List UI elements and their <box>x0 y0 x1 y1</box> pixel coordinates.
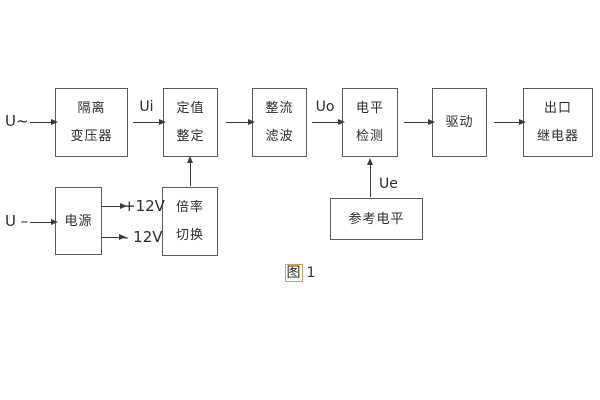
box-label-line: 滤波 <box>265 129 294 144</box>
box-setting-adjust: 定值 整定 <box>163 88 218 157</box>
box-power-supply: 电源 <box>55 187 102 255</box>
box-label-line: 隔离 <box>77 101 106 116</box>
box-label-line: 整定 <box>176 129 205 144</box>
box-label-line: 继电器 <box>536 129 579 144</box>
box-label-line: 参考电平 <box>348 211 405 227</box>
arrow-level-to-drive <box>404 119 435 125</box>
box-label-line: 检测 <box>355 129 384 144</box>
box-label-line: 倍率 <box>175 200 204 215</box>
arrow-minus12v <box>102 234 126 240</box>
signal-label-minus12v: - 12V <box>123 228 163 246</box>
arrow-rectifier-to-level <box>312 119 345 125</box>
arrow-reference-to-level <box>367 158 373 197</box>
dc-input-label: U – <box>5 212 29 230</box>
box-level-detect: 电平 检测 <box>342 88 398 157</box>
box-label-line: 切换 <box>175 228 204 243</box>
ac-input-label: U~ <box>5 112 29 130</box>
box-label-line: 电源 <box>64 213 93 229</box>
box-label-line: 电平 <box>355 101 384 116</box>
arrow-ratio-to-setting <box>187 156 193 186</box>
box-rectifier-filter: 整流 滤波 <box>252 88 307 157</box>
box-isolation-transformer: 隔离 变压器 <box>55 88 128 157</box>
box-label-line: 驱动 <box>445 115 474 130</box>
arrow-drive-to-relay <box>494 119 526 125</box>
box-output-relay: 出口 继电器 <box>523 88 593 157</box>
signal-label-uo: Uo <box>315 99 335 115</box>
box-drive: 驱动 <box>432 88 487 157</box>
box-label-line: 变压器 <box>70 129 113 144</box>
figure-caption-number: 1 <box>306 265 316 281</box>
figure-caption-character: 图 <box>284 264 303 282</box>
signal-label-ue: Ue <box>379 176 398 192</box>
box-ratio-switch: 倍率 切换 <box>162 187 218 256</box>
arrow-transformer-to-setting <box>133 119 166 125</box>
arrow-ac-input <box>30 119 58 125</box>
arrow-dc-input <box>30 219 58 225</box>
figure-caption: 图 1 <box>0 264 600 282</box>
signal-label-ui: Ui <box>139 99 154 115</box>
box-label-line: 整流 <box>265 101 294 116</box>
arrow-plus12v <box>102 203 127 209</box>
box-label-line: 定值 <box>176 101 205 116</box>
arrow-setting-to-rectifier <box>226 119 255 125</box>
box-reference-level: 参考电平 <box>330 198 423 240</box>
signal-label-plus12v: +12V <box>123 197 165 215</box>
box-label-line: 出口 <box>543 101 572 116</box>
